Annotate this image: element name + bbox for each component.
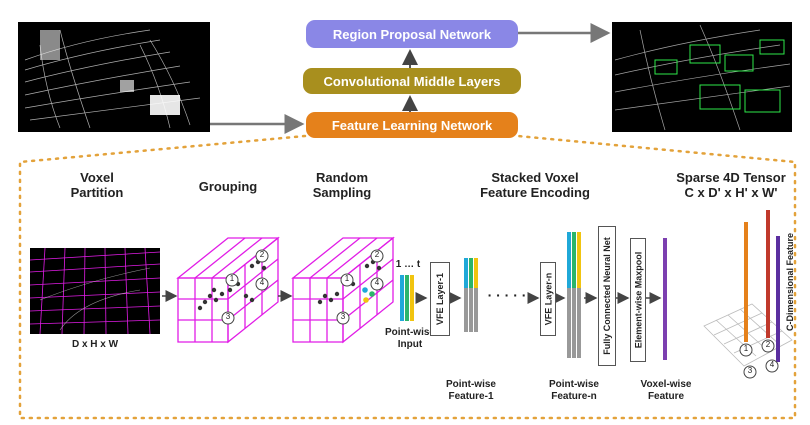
fully-connected-net-box: Fully Connected Neural Net [598,226,616,366]
vfe-layer-n-box: VFE Layer-n [540,262,556,336]
voxel-number-3: 4 [259,278,265,287]
voxel-number-1: 2 [259,250,265,259]
pointwise-feature-1-label: Point-wise Feature-1 [445,379,496,402]
pointwise-feature-n-bars [567,232,581,358]
sampling-number-2: 1 [344,274,350,283]
sampling-number-4: 3 [340,312,346,321]
pointwise-input-label: Point-wise Input [384,327,435,350]
convolutional-middle-layers-box: Convolutional Middle Layers [303,68,521,94]
tensor-number-2: 2 [765,340,771,349]
input-point-cloud-image [18,22,210,132]
tensor-number-1: 1 [743,344,749,353]
voxel-number-2: 1 [229,274,235,283]
tensor-bar-red [766,210,770,338]
voxel-partition-title: Voxel Partition [70,170,124,200]
one-to-t-label: 1 … t [395,259,421,270]
grouping-points [197,259,267,311]
svfe-title: Stacked Voxel Feature Encoding [480,170,590,200]
sparse-tensor-title: Sparse 4D Tensor C x D' x H' x W' [676,170,786,200]
sampling-number-3: 4 [374,278,380,287]
c-dimensional-feature-label: C-Dimensional Feature [785,232,795,332]
tensor-bar-purple [776,236,780,362]
feature-learning-network-box: Feature Learning Network [306,112,518,138]
grouping-title: Grouping [198,179,258,194]
tensor-bar-orange [744,222,748,342]
feature-learning-bracket [18,134,797,420]
region-proposal-network-box: Region Proposal Network [306,20,518,48]
voxel-number-4: 3 [225,312,231,321]
voxelwise-feature-label: Voxel-wise Feature [640,379,692,402]
sampling-points [317,259,382,305]
pointwise-feature-n-label: Point-wise Feature-n [548,379,599,402]
voxel-partition-image [29,247,161,335]
output-detection-image [612,22,792,132]
tensor-number-4: 4 [769,360,775,369]
voxelwise-feature-bar [663,238,667,360]
sampling-number-1: 2 [374,250,380,259]
pointwise-feature-1-bars [464,258,478,332]
dxhxw-label: D x H x W [71,339,119,350]
pointwise-input-bars [400,275,414,321]
vfe-layer-1-box: VFE Layer-1 [430,262,450,336]
random-sampling-title: Random Sampling [312,170,372,200]
tensor-number-3: 3 [747,366,753,375]
dots-label: · · · · · [487,287,527,303]
maxpool-box: Element-wise Maxpool [630,238,646,362]
